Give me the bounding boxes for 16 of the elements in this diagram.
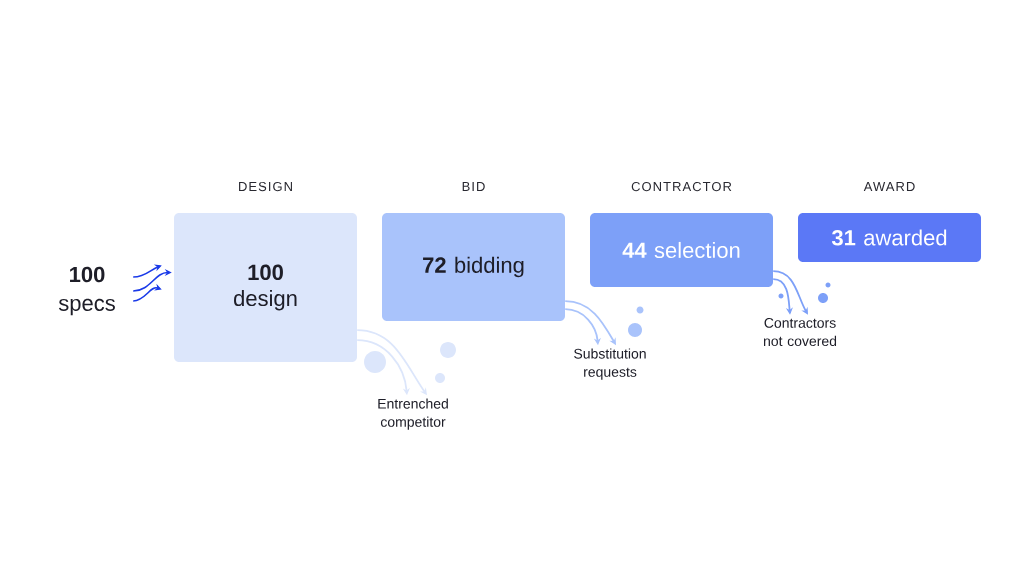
stage-heading: AWARD xyxy=(863,182,915,191)
stage-heading: DESIGN xyxy=(239,181,292,192)
arrow xyxy=(772,270,808,315)
stage-box: 72 bidding xyxy=(382,213,565,321)
arrow xyxy=(132,283,162,302)
arrow xyxy=(132,264,162,278)
drop-off-label: Substitution requests xyxy=(574,348,646,380)
drop-off-label: Contractors not covered xyxy=(763,317,837,347)
stage-heading: BID xyxy=(462,182,485,191)
stage-heading: CONTRACTOR xyxy=(631,181,732,192)
input-label: 100 specs xyxy=(58,266,115,316)
stage-box: 44 selection xyxy=(590,213,773,287)
arrow xyxy=(132,268,172,292)
stage-box: 31 awarded xyxy=(798,213,981,262)
drop-off-label: Entrenched competitor xyxy=(378,398,448,430)
stage-box: 100 design xyxy=(174,213,357,362)
